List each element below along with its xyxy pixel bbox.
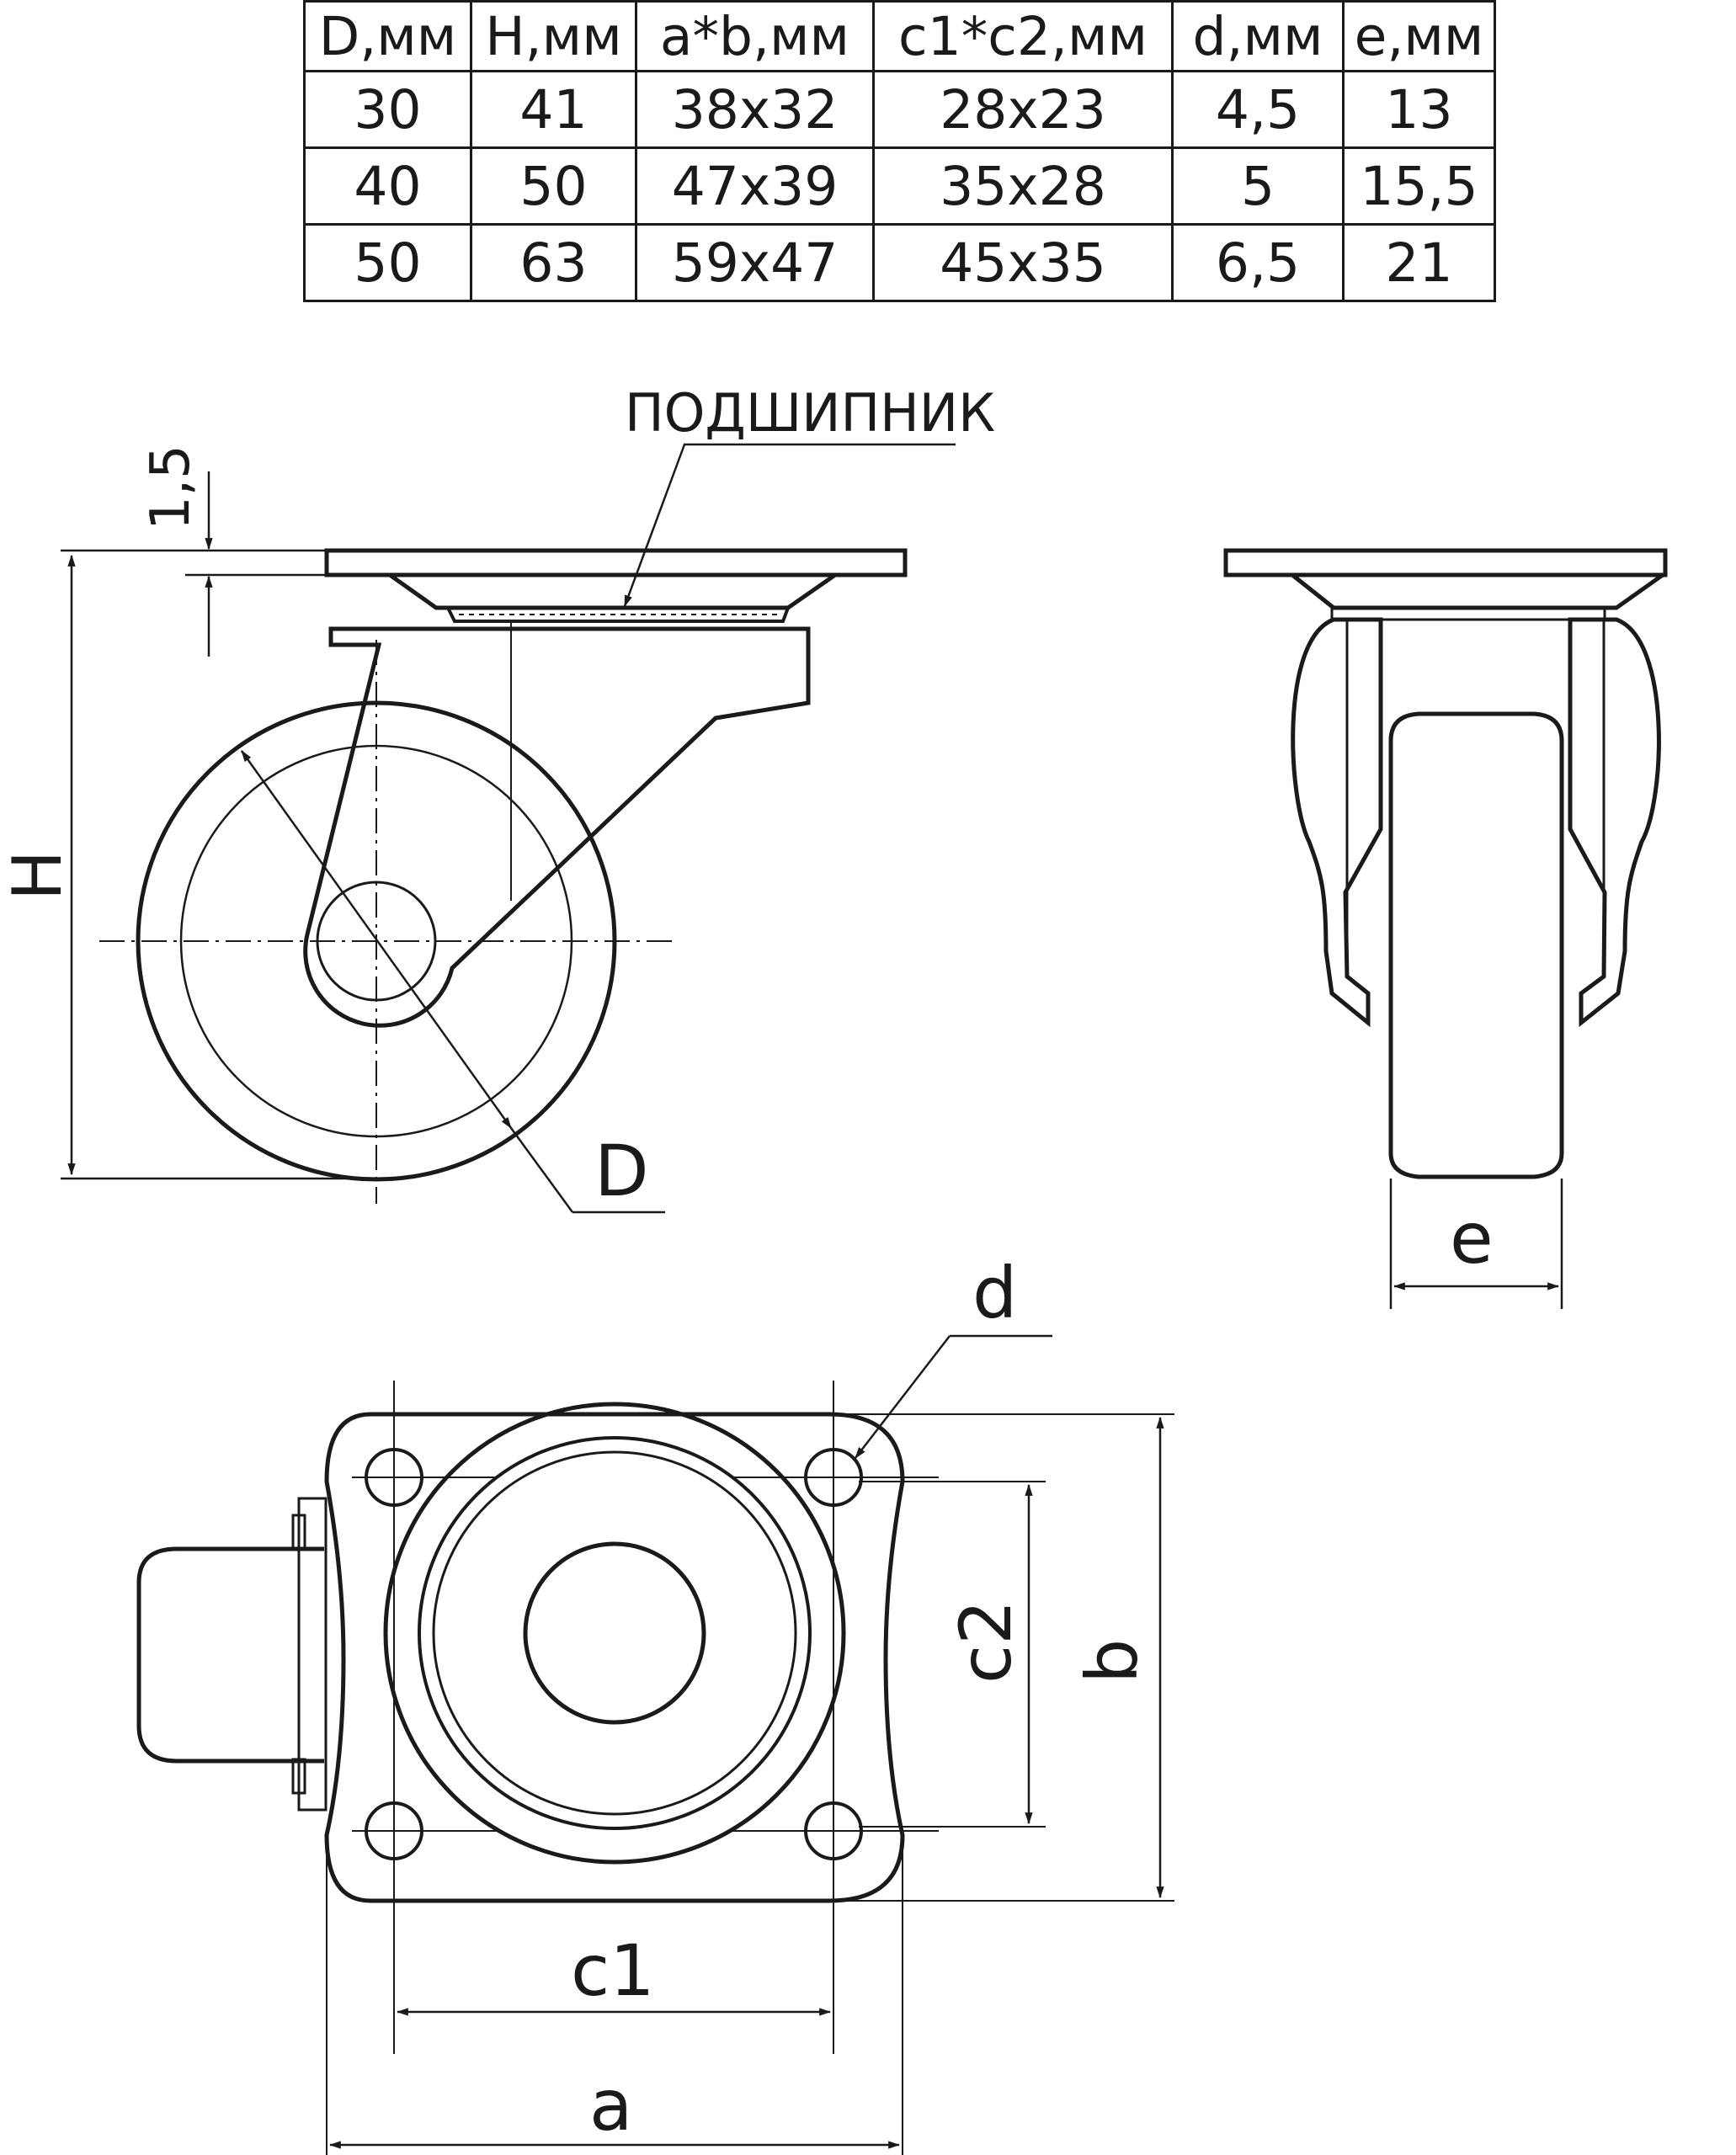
- a-label: a: [589, 2064, 632, 2147]
- bearing-ring: [446, 607, 790, 623]
- table-row: 30 41 38x32 28x23 4,5 13: [303, 70, 1496, 149]
- table-cell: 47x39: [635, 146, 875, 226]
- mounting-plate: [324, 548, 908, 577]
- table-cell: 15,5: [1342, 146, 1496, 226]
- c1-label: c1: [571, 1929, 655, 2012]
- table-row: 50 63 59x47 45x35 6,5 21: [303, 223, 1496, 302]
- hole-label: d: [972, 1252, 1017, 1334]
- table-cell: 35x28: [872, 146, 1174, 226]
- spec-table: D,мм H,мм a*b,мм c1*c2,мм d,мм e,мм 30 4…: [303, 0, 1496, 302]
- front-view: [1223, 548, 1668, 1309]
- table-header-row: D,мм H,мм a*b,мм c1*c2,мм d,мм e,мм: [303, 0, 1496, 72]
- table-cell: 28x23: [872, 70, 1174, 149]
- table-cell: 45x35: [872, 223, 1174, 302]
- diameter-label: D: [594, 1130, 649, 1212]
- table-cell: 5: [1171, 146, 1345, 226]
- table-row: 40 50 47x39 35x28 5 15,5: [303, 146, 1496, 226]
- front-fork: [1291, 617, 1383, 1028]
- table-cell: 30: [303, 70, 472, 149]
- bearing-label: ПОДШИПНИК: [625, 382, 995, 444]
- top-center-hole: [523, 1541, 706, 1725]
- table-cell: 50: [303, 223, 472, 302]
- c2-label: c2: [945, 1599, 1027, 1684]
- swivel-housing: [388, 572, 837, 610]
- b-label: b: [1071, 1639, 1153, 1684]
- top-plate: [324, 1412, 905, 1903]
- offset-label: 1,5: [140, 444, 202, 530]
- header-d: D,мм: [303, 0, 472, 72]
- table-cell: 38x32: [635, 70, 875, 149]
- top-wheel: [136, 1546, 324, 1764]
- top-view: [136, 1334, 1174, 2155]
- table-cell: 6,5: [1171, 223, 1345, 302]
- side-view: [61, 443, 956, 1214]
- front-wheel: [1388, 711, 1564, 1179]
- header-h: H,мм: [470, 0, 637, 72]
- table-cell: 40: [303, 146, 472, 226]
- header-e: e,мм: [1342, 0, 1496, 72]
- table-cell: 21: [1342, 223, 1496, 302]
- header-c1c2: c1*c2,мм: [872, 0, 1174, 72]
- fork: [303, 626, 811, 1028]
- table-cell: 50: [470, 146, 637, 226]
- table-cell: 13: [1342, 70, 1496, 149]
- header-ab: a*b,мм: [635, 0, 875, 72]
- table-cell: 63: [470, 223, 637, 302]
- table-cell: 59x47: [635, 223, 875, 302]
- table-cell: 4,5: [1171, 70, 1345, 149]
- width-label: e: [1450, 1197, 1494, 1280]
- height-label: H: [0, 850, 77, 901]
- header-hole-d: d,мм: [1171, 0, 1345, 72]
- top-outer-ring: [383, 1402, 846, 1865]
- front-mounting-plate: [1223, 548, 1668, 577]
- table-cell: 41: [470, 70, 637, 149]
